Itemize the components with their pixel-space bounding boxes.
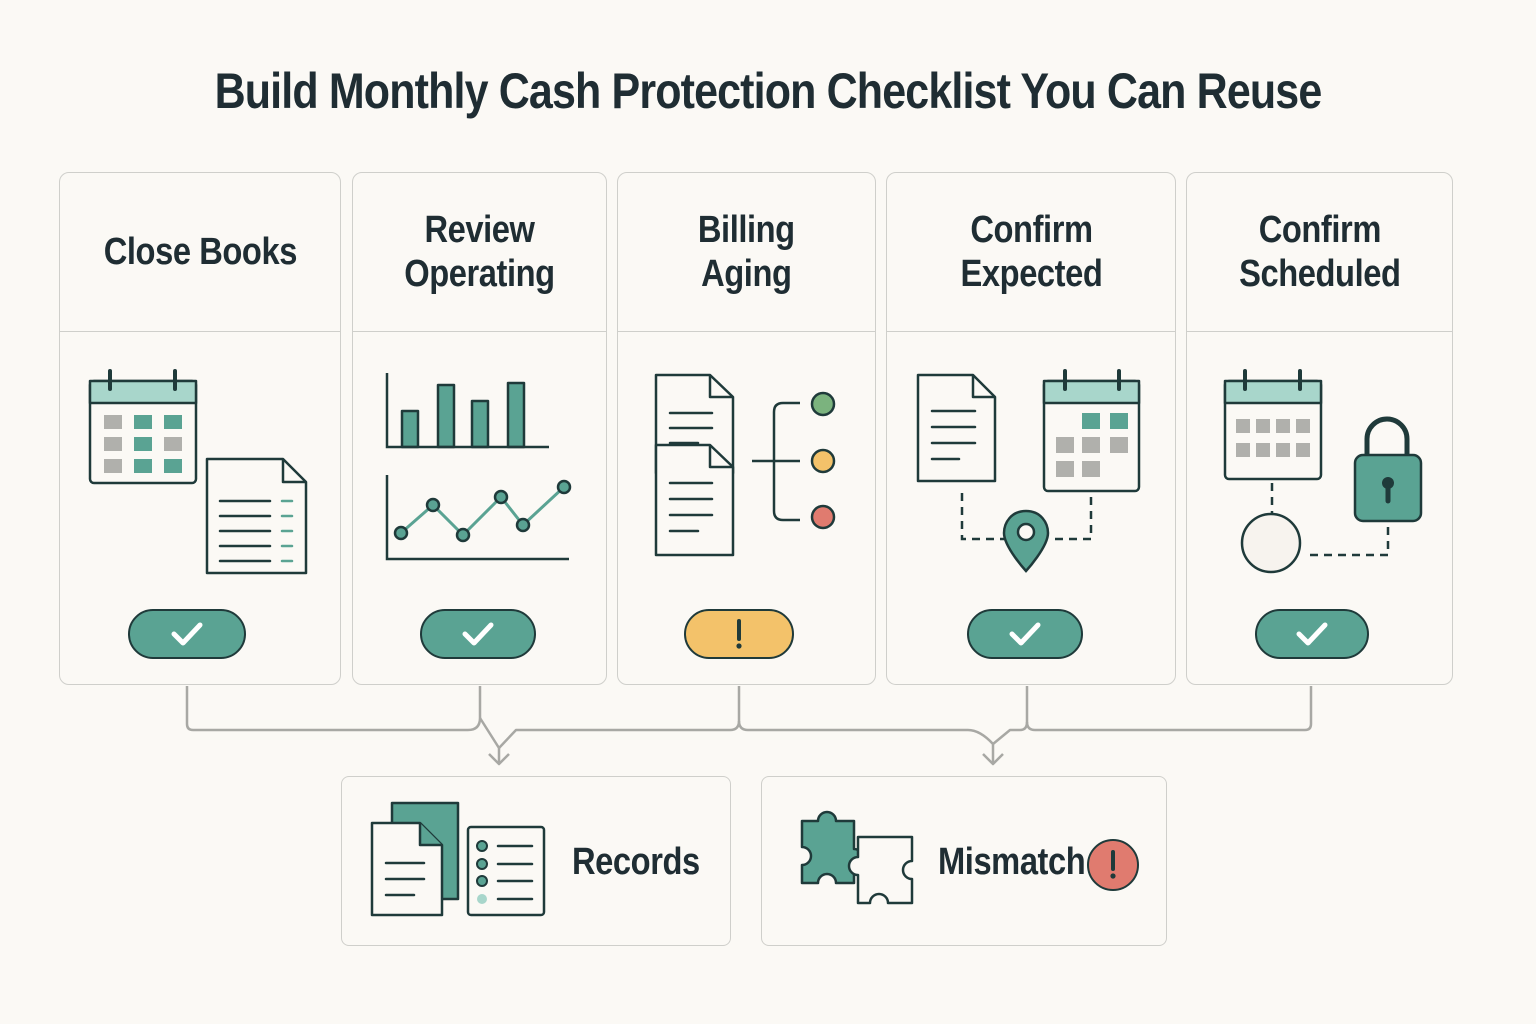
page-title: Build Monthly Cash Protection Checklist … bbox=[214, 63, 1323, 119]
step-card-header: Confirm Scheduled bbox=[1187, 173, 1452, 332]
alert-badge bbox=[1087, 839, 1139, 891]
status-pill-complete[interactable] bbox=[420, 609, 536, 659]
step-title: Billing Aging bbox=[698, 209, 795, 295]
step-card-review-operating[interactable]: Review Operating bbox=[352, 172, 607, 685]
checkmark-icon bbox=[462, 622, 494, 646]
step-title: Review Operating bbox=[404, 209, 555, 295]
step-card-confirm-scheduled[interactable]: Confirm Scheduled bbox=[1186, 172, 1453, 685]
output-card-mismatch[interactable]: Mismatch bbox=[761, 776, 1167, 946]
records-stack-icon bbox=[370, 801, 546, 917]
step-card-header: Billing Aging bbox=[618, 173, 875, 332]
step-card-close-books[interactable]: Close Books bbox=[59, 172, 341, 685]
output-label: Mismatch bbox=[938, 841, 1086, 883]
step-card-header: Close Books bbox=[60, 173, 340, 332]
checkmark-icon bbox=[1009, 622, 1041, 646]
step-title: Confirm Scheduled bbox=[1238, 209, 1401, 295]
calendar-lock-icon bbox=[1223, 369, 1423, 574]
status-pill-complete[interactable] bbox=[967, 609, 1083, 659]
step-card-header: Confirm Expected bbox=[887, 173, 1175, 332]
calendar-document-icon bbox=[88, 369, 308, 575]
step-card-billing-aging[interactable]: Billing Aging bbox=[617, 172, 876, 685]
puzzle-pieces-icon bbox=[800, 810, 914, 905]
status-pill-warning[interactable] bbox=[684, 609, 794, 659]
step-card-confirm-expected[interactable]: Confirm Expected bbox=[886, 172, 1176, 685]
step-card-header: Review Operating bbox=[353, 173, 606, 332]
invoice-aging-icon bbox=[654, 373, 836, 557]
step-title: Close Books bbox=[103, 231, 297, 273]
exclamation-icon bbox=[1110, 850, 1116, 879]
output-label: Records bbox=[572, 841, 700, 883]
checkmark-icon bbox=[1296, 622, 1328, 646]
output-card-records[interactable]: Records bbox=[341, 776, 731, 946]
status-pill-complete[interactable] bbox=[128, 609, 246, 659]
bar-line-chart-icon bbox=[385, 373, 572, 561]
exclamation-icon bbox=[736, 619, 742, 649]
step-title: Confirm Expected bbox=[960, 209, 1102, 295]
document-calendar-location-icon bbox=[916, 369, 1141, 573]
checkmark-icon bbox=[171, 622, 203, 646]
status-pill-complete[interactable] bbox=[1255, 609, 1369, 659]
